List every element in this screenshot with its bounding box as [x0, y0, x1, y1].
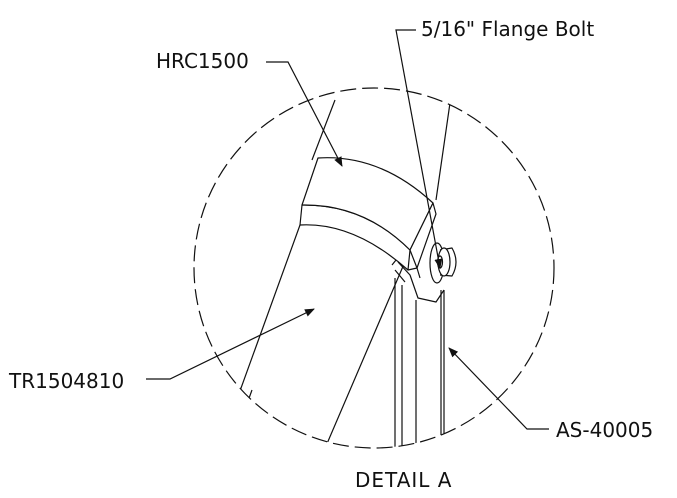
hrc-label: HRC1500 — [156, 49, 249, 73]
flange-bolt-label: 5/16" Flange Bolt — [421, 17, 595, 41]
leader-assembly — [448, 347, 549, 430]
flange-bolt — [429, 242, 457, 284]
clamp-hrc — [299, 157, 437, 279]
assembly-label: AS-40005 — [556, 418, 654, 442]
tube-label: TR1504810 — [9, 369, 125, 393]
detail-boundary-circle — [193, 87, 555, 449]
leader-flange-bolt — [395, 29, 443, 269]
detail-title: DETAIL A — [355, 468, 453, 492]
leader-hrc — [266, 61, 343, 167]
upright-post — [394, 278, 445, 448]
leader-tube — [146, 308, 315, 380]
